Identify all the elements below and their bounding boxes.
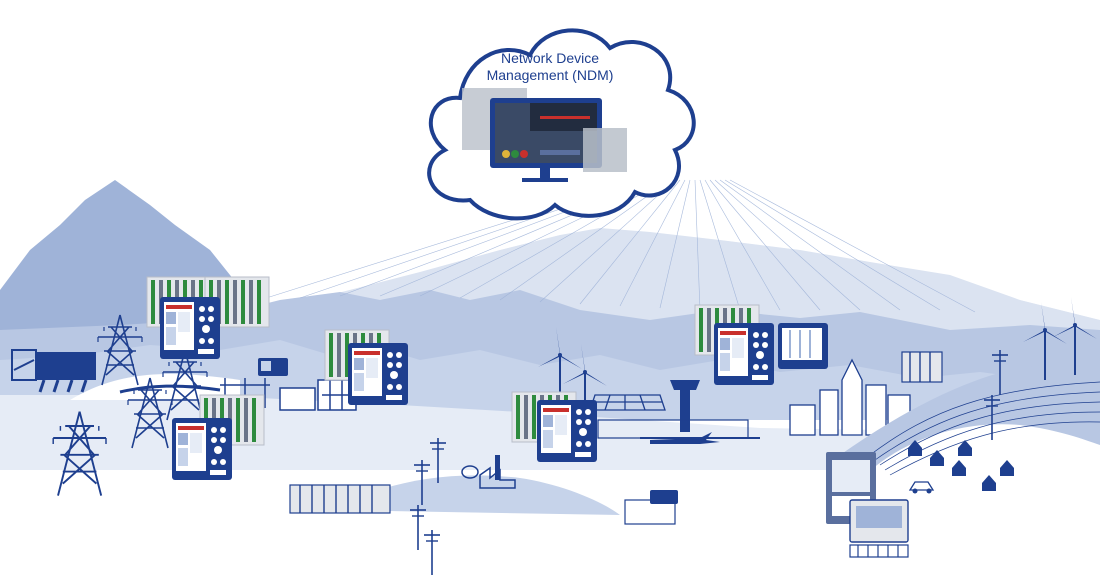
device-relay-icon xyxy=(160,297,220,359)
substation-icon xyxy=(220,378,357,411)
factory-icon xyxy=(461,455,516,489)
device-relay-icon xyxy=(172,418,232,480)
hill-right-lines xyxy=(869,381,1100,476)
airport-icon xyxy=(597,419,760,444)
cloud-title: Network Device Management (NDM) xyxy=(470,50,630,84)
cloud-title-line2: Management (NDM) xyxy=(486,67,614,83)
device-rail-icon xyxy=(901,351,943,383)
device-relay-icon xyxy=(537,400,597,462)
device-rail-icon xyxy=(289,484,391,514)
city-icon xyxy=(789,358,911,436)
utility-pole-icon xyxy=(409,504,427,551)
device-display-icon xyxy=(826,452,909,558)
car-icon xyxy=(908,481,935,494)
device-relay-large-icon xyxy=(778,323,828,369)
device-small-icon xyxy=(258,358,288,376)
network-lines xyxy=(259,179,976,313)
device-relay-icon xyxy=(714,323,774,385)
device-relay-icon xyxy=(348,343,408,405)
cabinet-icon xyxy=(624,490,678,525)
utility-pole-icon xyxy=(423,529,441,576)
dam-icon xyxy=(11,349,96,393)
hill-center-bottom xyxy=(330,475,620,515)
cloud-title-line1: Network Device xyxy=(500,50,600,66)
control-tower-icon xyxy=(670,380,700,432)
airplane-icon xyxy=(650,432,720,444)
monitor-icon xyxy=(462,88,627,182)
